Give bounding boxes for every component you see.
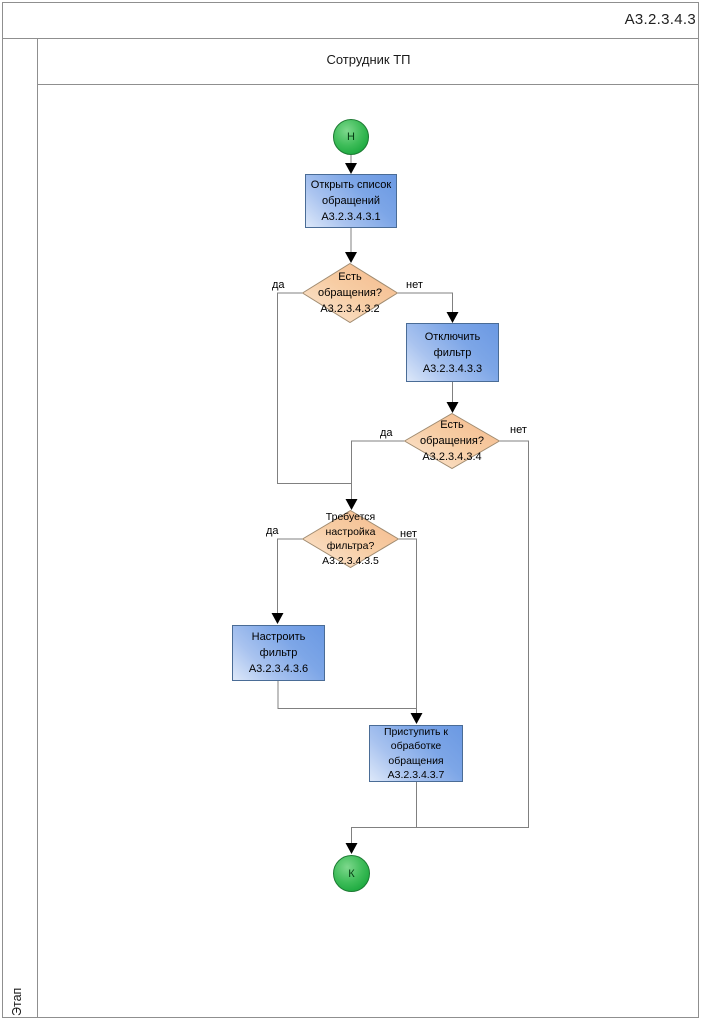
connector-decision2-no — [351, 440, 529, 851]
end-event-label: К — [348, 867, 355, 880]
connector-decision1-yes — [277, 292, 351, 484]
arrowhead — [345, 843, 358, 854]
arrowhead — [345, 499, 358, 510]
arrowhead — [345, 163, 357, 174]
connector-decision2-yes — [351, 440, 404, 507]
edge-label-d3-yes: да — [266, 525, 279, 537]
start-event-label: Н — [347, 131, 355, 143]
connector-decision3-no — [399, 538, 417, 721]
stage-column-line — [37, 39, 38, 1018]
decision-has-requests-2-text: Есть обращения? А3.2.3.4.3.4 — [420, 419, 484, 463]
decision-has-requests-2: Есть обращения? А3.2.3.4.3.4 — [404, 413, 500, 469]
task-configure-filter-text: Настроить фильтр А3.2.3.4.3.6 — [248, 631, 309, 675]
diamond-shape — [302, 510, 399, 568]
task-configure-filter: Настроить фильтр А3.2.3.4.3.6 — [232, 625, 325, 681]
diamond-shape — [302, 263, 398, 323]
end-event: К — [333, 855, 370, 892]
edge-label-d1-yes: да — [272, 279, 285, 291]
decision-has-requests-1-text: Есть обращения? А3.2.3.4.3.2 — [318, 271, 382, 315]
diamond-shape — [404, 413, 500, 469]
connector-configure-filter-out — [277, 681, 417, 709]
decision-has-requests-1: Есть обращения? А3.2.3.4.3.2 — [302, 263, 398, 323]
lane-header-separator-line — [38, 84, 698, 85]
task-open-requests-list: Открыть список обращений А3.2.3.4.3.1 — [305, 174, 397, 228]
connector-decision1-no — [398, 292, 453, 320]
arrowhead — [410, 713, 423, 724]
edge-label-d2-no: нет — [510, 424, 527, 436]
arrowhead — [271, 613, 284, 624]
task-start-processing-text: Приступить к обработке обращения А3.2.3.… — [383, 725, 449, 782]
task-disable-filter: Отключить фильтр А3.2.3.4.3.3 — [406, 323, 499, 382]
arrowhead — [446, 402, 459, 413]
diagram-title: А3.2.3.4.3 — [624, 11, 696, 28]
title-separator-line — [3, 38, 698, 39]
arrowhead — [345, 252, 357, 263]
task-start-processing: Приступить к обработке обращения А3.2.3.… — [369, 725, 463, 782]
edge-label-d3-no: нет — [400, 528, 417, 540]
edge-label-d1-no: нет — [406, 279, 423, 291]
decision-filter-setup-needed-text: Требуется настройка фильтра? А3.2.3.4.3.… — [322, 511, 379, 567]
arrowhead — [446, 312, 459, 323]
start-event: Н — [333, 119, 369, 155]
task-open-requests-list-text: Открыть список обращений А3.2.3.4.3.1 — [310, 179, 392, 223]
task-disable-filter-text: Отключить фильтр А3.2.3.4.3.3 — [422, 330, 483, 375]
decision-filter-setup-needed: Требуется настройка фильтра? А3.2.3.4.3.… — [302, 510, 399, 568]
lane-header: Сотрудник ТП — [326, 52, 411, 67]
arrowheads — [271, 163, 459, 854]
edge-label-d2-yes: да — [380, 427, 393, 439]
connector-decision3-yes — [277, 538, 302, 621]
